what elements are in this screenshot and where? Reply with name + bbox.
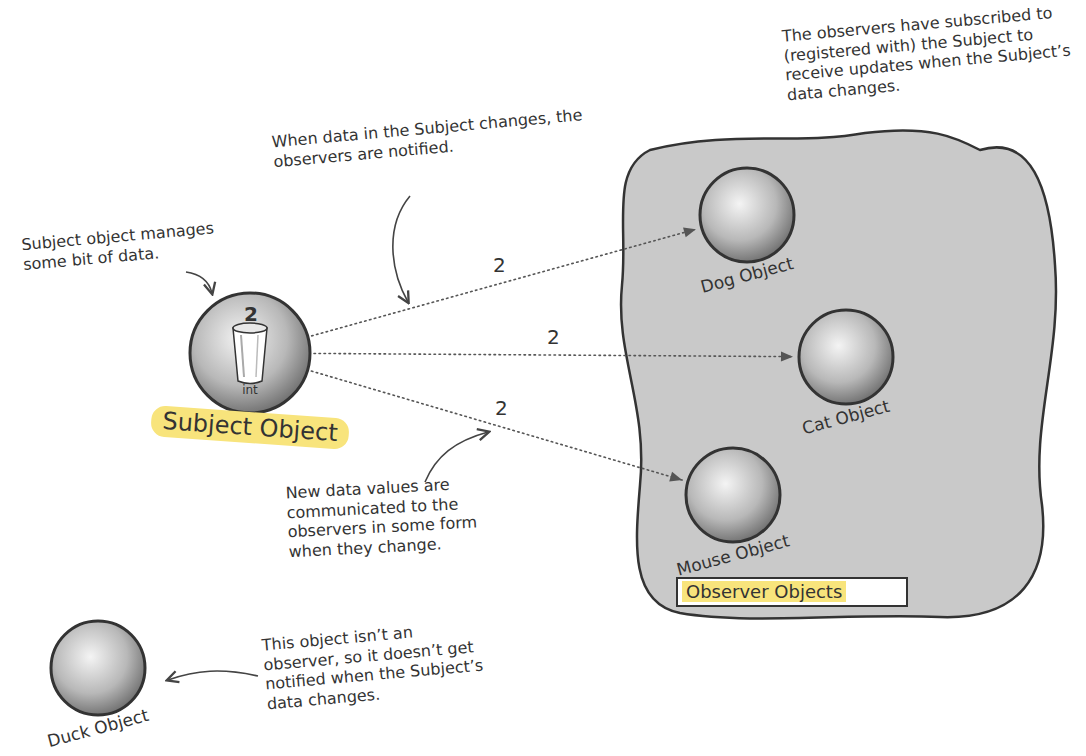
edge-value: 2	[545, 325, 562, 349]
object-node: Duck Object	[23, 618, 173, 756]
leader-line	[186, 272, 212, 293]
annotation-note: This object isn’t an observer, so it doe…	[261, 617, 487, 714]
observer-group: Observer Objects Dog ObjectCat ObjectMous…	[610, 125, 1065, 625]
leader-line	[425, 432, 488, 482]
leader-line	[393, 196, 410, 302]
edge-value: 2	[493, 396, 510, 420]
notify-connector	[311, 371, 682, 481]
object-node: 2intSubject Object	[185, 290, 315, 450]
annotation-note: New data values are communicated to the …	[285, 473, 494, 562]
annotation-note: When data in the Subject changes, the ob…	[271, 104, 603, 172]
data-value: 2	[240, 302, 262, 326]
object-label: Subject Object	[150, 405, 350, 450]
object-circle	[795, 306, 897, 408]
annotation-note: The observers have subscribed to (regist…	[781, 2, 1077, 105]
object-circle	[682, 444, 784, 546]
edge-value: 2	[491, 253, 508, 277]
leader-line	[168, 671, 258, 680]
object-circle	[696, 164, 798, 266]
object-circle	[47, 617, 149, 719]
group-label: Observer Objects	[676, 577, 908, 607]
object-node: Dog Object	[672, 165, 822, 305]
object-node: Cat Object	[771, 307, 921, 447]
cup-illustration	[233, 323, 267, 384]
object-node: Mouse Object	[658, 445, 808, 585]
annotation-note: Subject object manages some bit of data.	[21, 217, 234, 274]
data-value: int	[233, 383, 267, 398]
